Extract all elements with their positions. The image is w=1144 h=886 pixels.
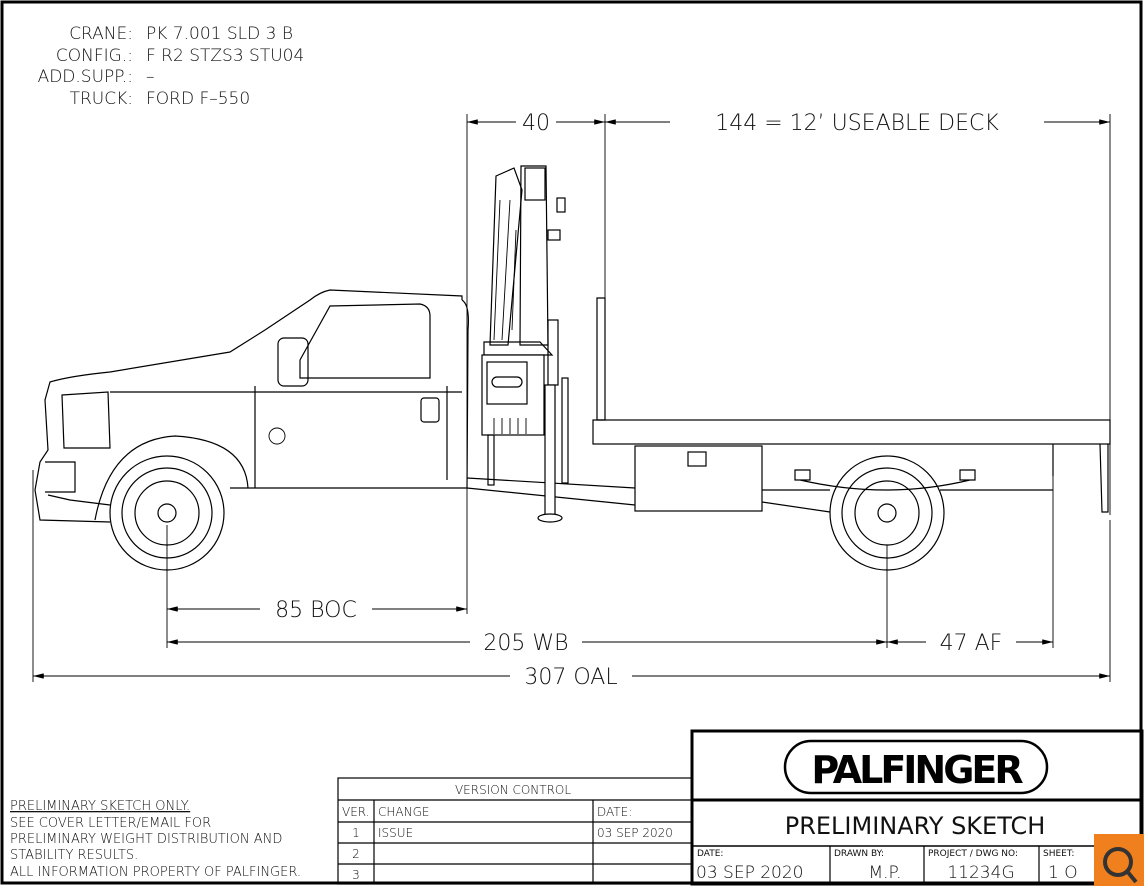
watermark-logo-icon bbox=[1094, 834, 1144, 886]
crane-drawing bbox=[481, 165, 569, 523]
spec-block: CRANE: PK 7.001 SLD 3 B CONFIG.: F R2 ST… bbox=[38, 24, 305, 109]
extension-lines bbox=[32, 114, 1111, 682]
dim-af: 47 AF bbox=[940, 631, 1003, 656]
row-ver: 2 bbox=[352, 847, 360, 861]
drawn-value: M.P. bbox=[868, 863, 901, 883]
addsupp-label: ADD.SUPP.: bbox=[38, 67, 133, 87]
project-value: 11234G bbox=[947, 863, 1014, 883]
crane-label: CRANE: bbox=[69, 24, 133, 44]
dim-oal: 307 OAL bbox=[524, 665, 617, 690]
notes-line: SEE COVER LETTER/EMAIL FOR bbox=[10, 816, 211, 831]
truck-label: TRUCK: bbox=[70, 89, 133, 109]
notes-block: PRELIMINARY SKETCH ONLY. SEE COVER LETTE… bbox=[10, 799, 301, 880]
crane-value: PK 7.001 SLD 3 B bbox=[146, 24, 293, 44]
header-ver: VER. bbox=[342, 805, 370, 819]
dim-deck: 144 = 12’ USEABLE DECK bbox=[715, 111, 999, 136]
notes-line: PRELIMINARY WEIGHT DISTRIBUTION AND bbox=[10, 832, 282, 847]
row-ver: 3 bbox=[352, 868, 360, 882]
sheet-label: SHEET: bbox=[1043, 849, 1074, 859]
drawn-label: DRAWN BY: bbox=[834, 849, 884, 859]
dim-wb: 205 WB bbox=[483, 631, 568, 656]
project-label: PROJECT / DWG NO: bbox=[928, 849, 1018, 859]
header-change: CHANGE bbox=[378, 805, 429, 819]
truck-drawing bbox=[34, 289, 1111, 571]
notes-line: STABILITY RESULTS. bbox=[10, 848, 138, 863]
config-value: F R2 STZS3 STU04 bbox=[146, 46, 304, 66]
notes-title: PRELIMINARY SKETCH ONLY. bbox=[10, 799, 190, 814]
version-control-title: VERSION CONTROL bbox=[455, 783, 571, 797]
date-label: DATE: bbox=[697, 849, 723, 859]
row-ver: 1 bbox=[352, 826, 360, 840]
dimension-labels: 40 144 = 12’ USEABLE DECK 85 BOC 205 WB … bbox=[275, 111, 1002, 690]
notes-line: ALL INFORMATION PROPERTY OF PALFINGER. bbox=[10, 865, 301, 880]
config-label: CONFIG.: bbox=[56, 46, 133, 66]
title-block: PALFINGER PRELIMINARY SKETCH DATE: DRAWN… bbox=[690, 729, 1144, 886]
row-date: 03 SEP 2020 bbox=[597, 826, 673, 840]
palfinger-logo bbox=[783, 739, 1049, 795]
sheet-title: PRELIMINARY SKETCH bbox=[785, 812, 1046, 840]
dimension-lines bbox=[33, 119, 1110, 679]
row-change: ISSUE bbox=[378, 826, 413, 840]
dim-boc: 85 BOC bbox=[275, 598, 357, 623]
version-control-table: VERSION CONTROL VER. CHANGE DATE: 1 ISSU… bbox=[337, 777, 693, 885]
sheet-value: 1 O bbox=[1048, 863, 1078, 883]
logo-text: PALFINGER bbox=[811, 748, 1023, 792]
truck-value: FORD F–550 bbox=[146, 89, 250, 109]
header-date: DATE: bbox=[597, 805, 632, 819]
addsupp-value: – bbox=[146, 67, 155, 87]
date-value: 03 SEP 2020 bbox=[696, 863, 804, 883]
dim-crane-space: 40 bbox=[522, 111, 550, 136]
